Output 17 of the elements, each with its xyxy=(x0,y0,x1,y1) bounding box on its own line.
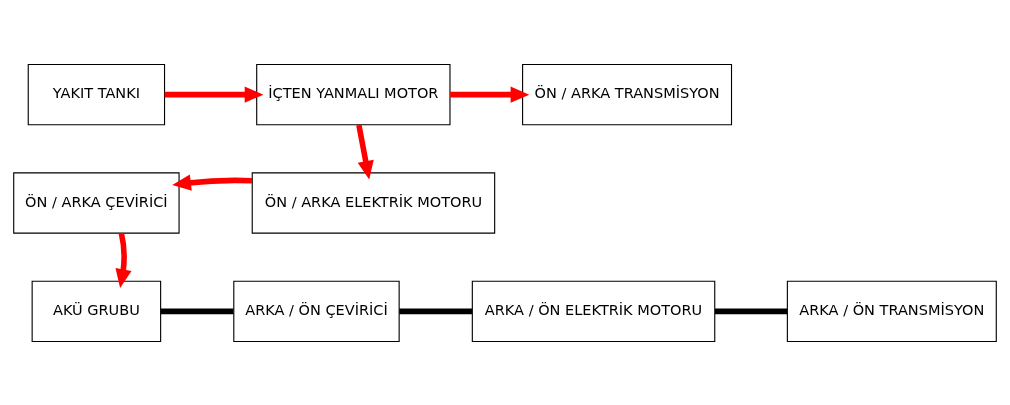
node-box: ÖN / ARKA ELEKTRİK MOTORU xyxy=(251,171,496,234)
connector xyxy=(160,308,234,314)
node-box: AKÜ GRUBU xyxy=(31,280,162,342)
arrow xyxy=(450,85,530,103)
node-box: ARKA / ÖN TRANSMİSYON xyxy=(786,280,997,342)
arrow xyxy=(115,232,132,288)
connector xyxy=(399,308,473,314)
node-box: İÇTEN YANMALI MOTOR xyxy=(256,63,451,125)
connector xyxy=(715,308,788,314)
node-box: ÖN / ARKA ÇEVİRİCİ xyxy=(13,171,180,234)
arrow xyxy=(172,174,253,191)
node-box: ARKA / ÖN ELEKTRİK MOTORU xyxy=(471,280,716,342)
arrow xyxy=(164,85,264,103)
arrow xyxy=(356,124,374,180)
node-box: YAKIT TANKI xyxy=(27,63,166,125)
node-box: ÖN / ARKA TRANSMİSYON xyxy=(522,63,733,125)
node-box: ARKA / ÖN ÇEVİRİCİ xyxy=(233,280,400,342)
